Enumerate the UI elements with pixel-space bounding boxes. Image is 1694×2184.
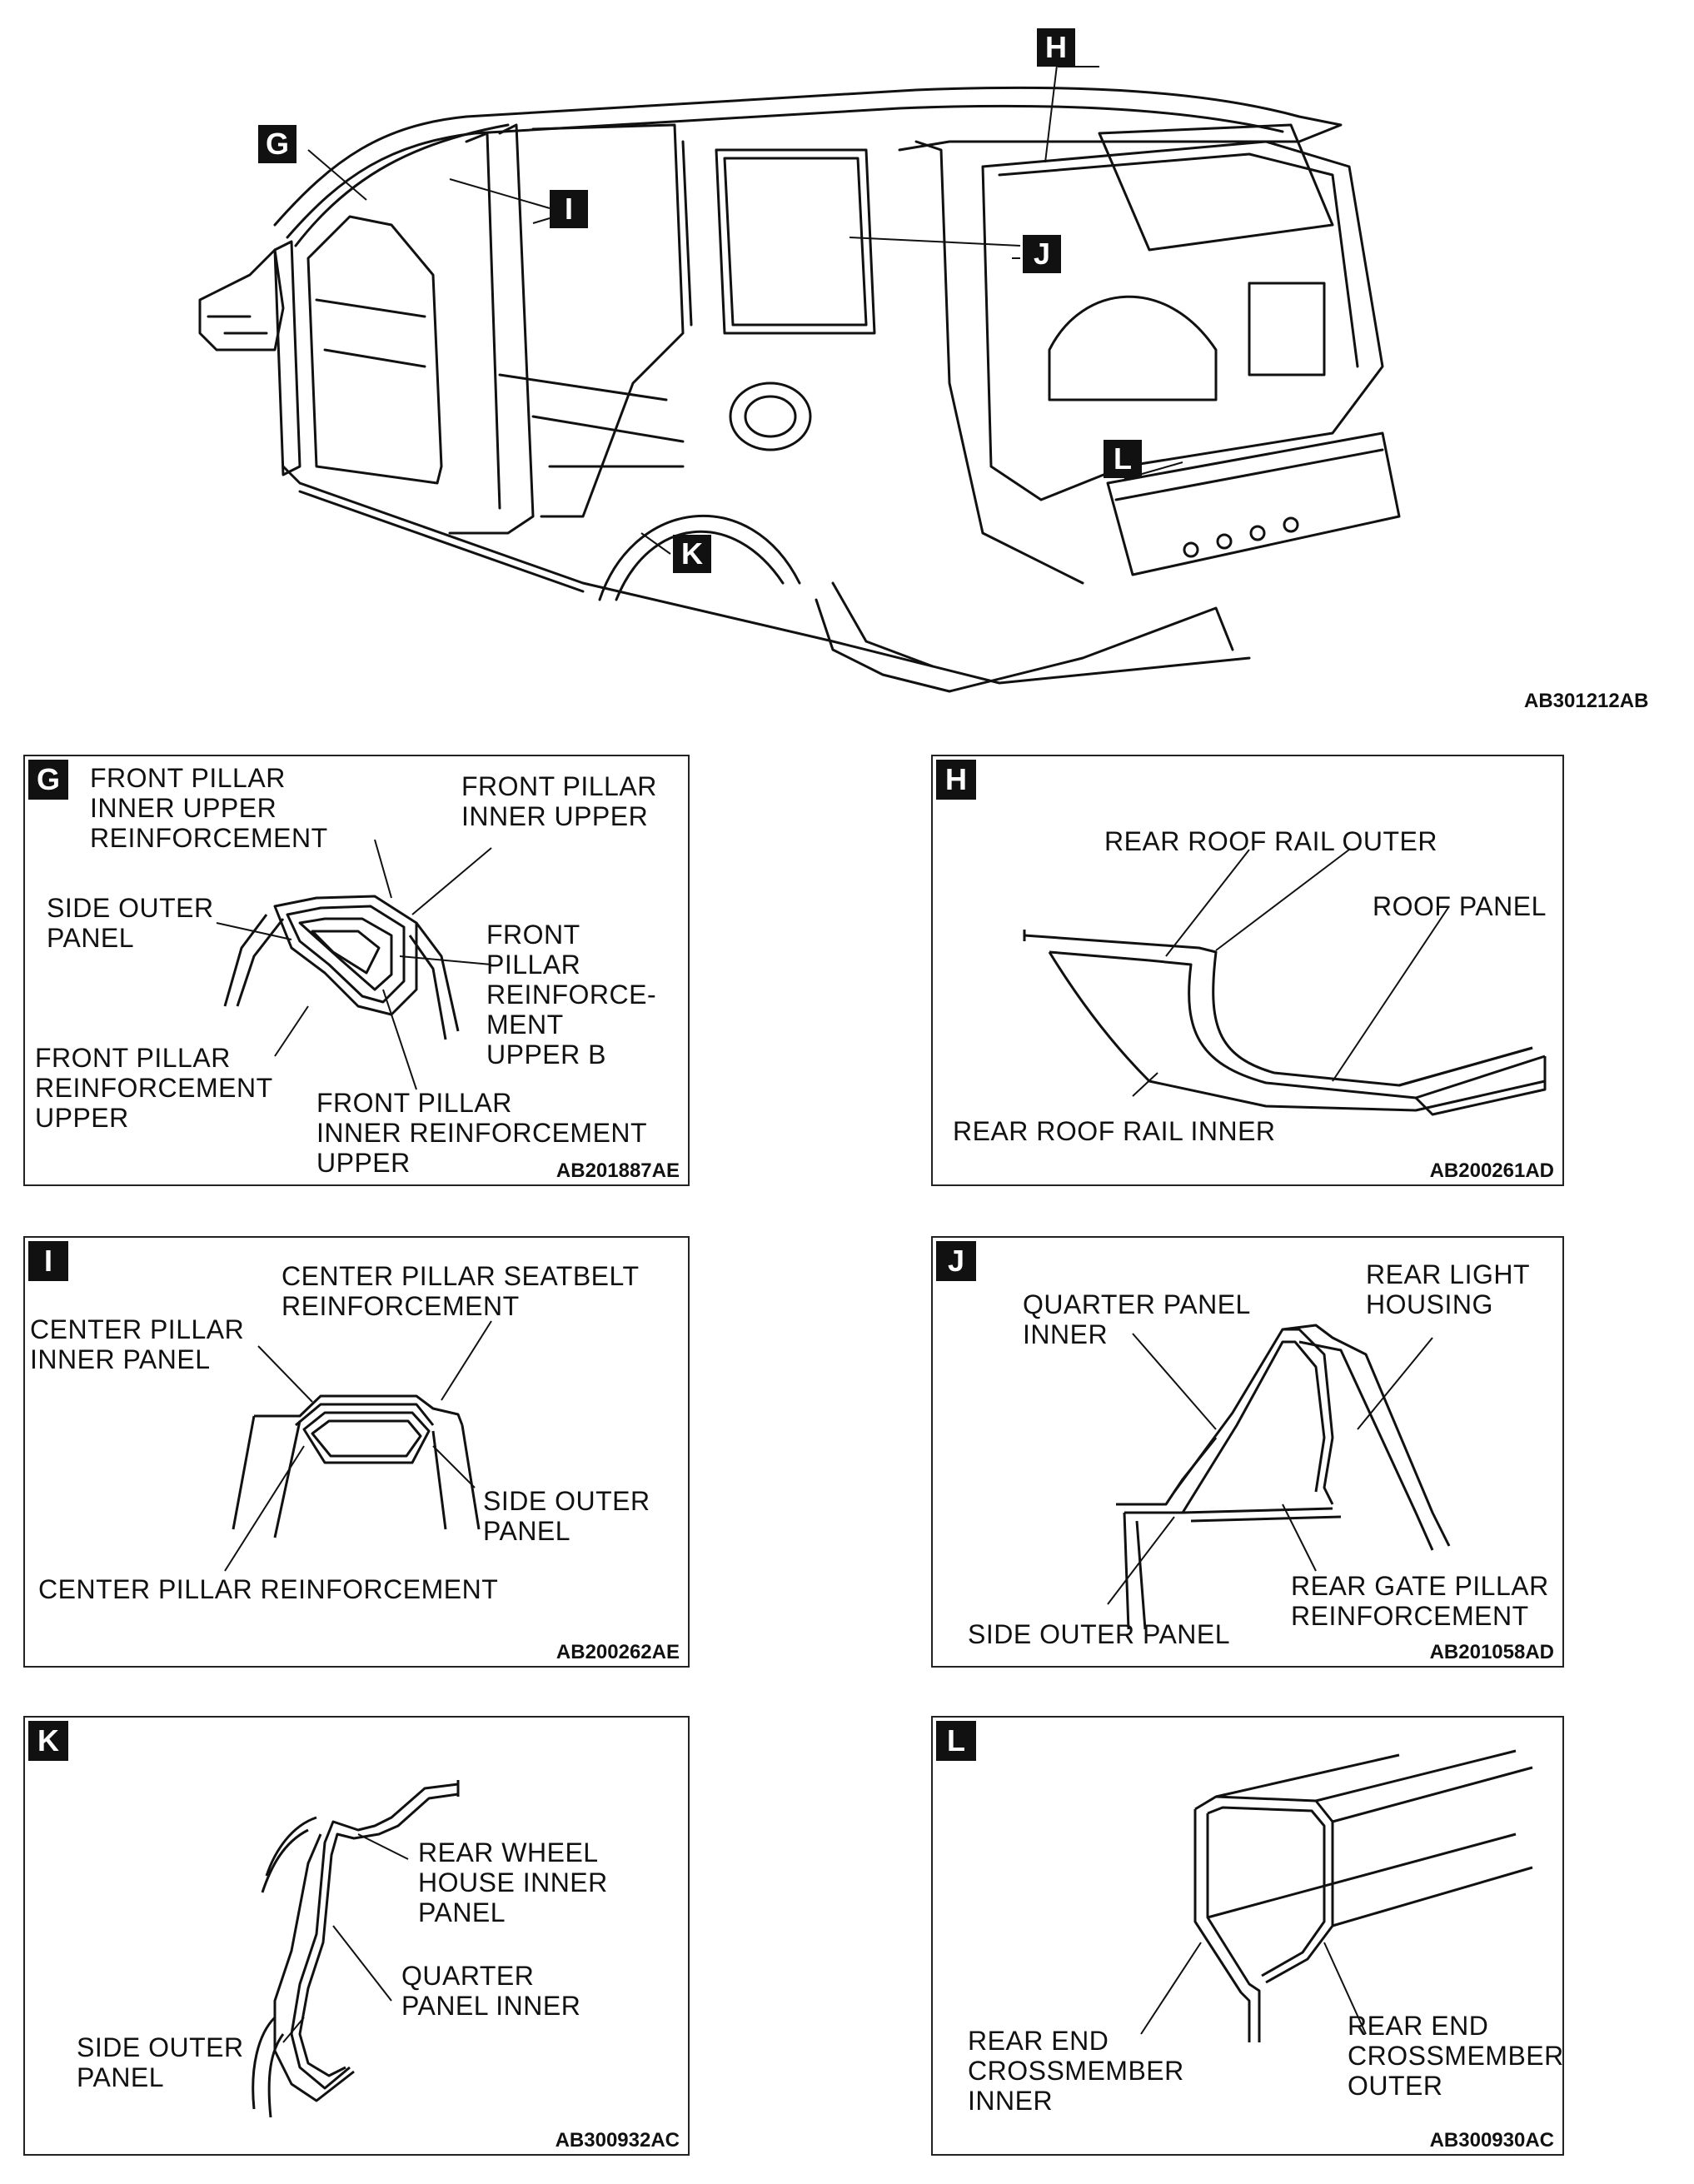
detail-panel-j: J REAR LIGHT HOUSING QUARTER PANEL INNER… — [931, 1236, 1564, 1668]
label-side-outer-panel: SIDE OUTER PANEL — [968, 1619, 1231, 1649]
label-rear-end-crossmember-inner: REAR END CROSSMEMBER INNER — [968, 2026, 1184, 2116]
panel-g-tag: G — [28, 760, 68, 800]
label-rear-roof-rail-outer: REAR ROOF RAIL OUTER — [1104, 826, 1437, 856]
panel-h-tag: H — [936, 760, 976, 800]
panel-k-tag: K — [28, 1721, 68, 1761]
detail-panel-k: K REAR WHEEL HOUSE INNER PANEL QUARTER P… — [23, 1716, 690, 2156]
label-front-pillar-reinforcement-upper: FRONT PILLAR REINFORCEMENT UPPER — [35, 1043, 273, 1133]
panel-l-drawing — [933, 1718, 1562, 2154]
panel-h-code: AB200261AD — [1429, 1159, 1554, 1182]
label-center-pillar-seatbelt-reinforcement: CENTER PILLAR SEATBELT REINFORCEMENT — [282, 1261, 640, 1321]
panel-i-drawing — [25, 1238, 688, 1666]
detail-panel-i: I CENTER PILLAR SEATBELT REINFORCEMENT C… — [23, 1236, 690, 1668]
label-side-outer-panel: SIDE OUTER PANEL — [77, 2032, 244, 2092]
label-front-pillar-inner-upper: FRONT PILLAR INNER UPPER — [461, 771, 657, 831]
label-front-pillar-inner-reinforcement-upper: FRONT PILLAR INNER REINFORCEMENT UPPER — [316, 1088, 648, 1178]
panel-k-code: AB300932AC — [555, 2129, 680, 2152]
callout-g-tag: G — [258, 125, 296, 163]
label-rear-roof-rail-inner: REAR ROOF RAIL INNER — [953, 1116, 1276, 1146]
panel-g-drawing — [25, 756, 688, 1184]
label-rear-wheel-house-inner-panel: REAR WHEEL HOUSE INNER PANEL — [418, 1837, 608, 1927]
panel-h-drawing — [933, 756, 1562, 1184]
label-quarter-panel-inner: QUARTER PANEL INNER — [1023, 1289, 1251, 1349]
label-rear-end-crossmember-outer: REAR END CROSSMEMBER OUTER — [1348, 2011, 1564, 2101]
panel-i-code: AB200262AE — [556, 1641, 680, 1663]
panel-l-tag: L — [936, 1721, 976, 1761]
panel-j-code: AB201058AD — [1429, 1641, 1554, 1663]
detail-panel-h: H REAR ROOF RAIL OUTER ROOF PANEL REAR R… — [931, 755, 1564, 1186]
panel-i-tag: I — [28, 1241, 68, 1281]
label-center-pillar-inner-panel: CENTER PILLAR INNER PANEL — [30, 1314, 245, 1374]
callout-h-tag: H — [1037, 28, 1075, 67]
callout-i-tag: I — [550, 190, 588, 228]
label-front-pillar-reinforcement-upper-b: FRONT PILLAR REINFORCE- MENT UPPER B — [486, 920, 657, 1070]
panel-l-code: AB300930AC — [1429, 2129, 1554, 2152]
label-rear-gate-pillar-reinforcement: REAR GATE PILLAR REINFORCEMENT — [1291, 1571, 1549, 1631]
label-roof-panel: ROOF PANEL — [1373, 891, 1547, 921]
callout-l-tag: L — [1104, 440, 1142, 478]
vehicle-body-diagram: G H I J K L AB301212AB — [0, 0, 1694, 725]
detail-panel-l: L REAR END CROSSMEMBER INNER REAR END CR… — [931, 1716, 1564, 2156]
label-center-pillar-reinforcement: CENTER PILLAR REINFORCEMENT — [38, 1574, 499, 1604]
panel-j-tag: J — [936, 1241, 976, 1281]
label-side-outer-panel: SIDE OUTER PANEL — [47, 893, 214, 953]
label-quarter-panel-inner: QUARTER PANEL INNER — [401, 1961, 581, 2021]
label-front-pillar-inner-upper-reinforcement: FRONT PILLAR INNER UPPER REINFORCEMENT — [90, 763, 328, 853]
detail-panel-g: G FRONT PILLAR INNER UPPER REINFORCEMENT… — [23, 755, 690, 1186]
callout-k-tag: K — [673, 535, 711, 573]
vehicle-body-drawing — [0, 0, 1694, 725]
label-rear-light-housing: REAR LIGHT HOUSING — [1366, 1259, 1531, 1319]
main-diagram-code: AB301212AB — [1524, 690, 1649, 712]
panel-j-drawing — [933, 1238, 1562, 1666]
label-side-outer-panel: SIDE OUTER PANEL — [483, 1486, 650, 1546]
callout-j-tag: J — [1023, 235, 1061, 273]
panel-g-code: AB201887AE — [556, 1159, 680, 1182]
panel-k-drawing — [25, 1718, 688, 2154]
